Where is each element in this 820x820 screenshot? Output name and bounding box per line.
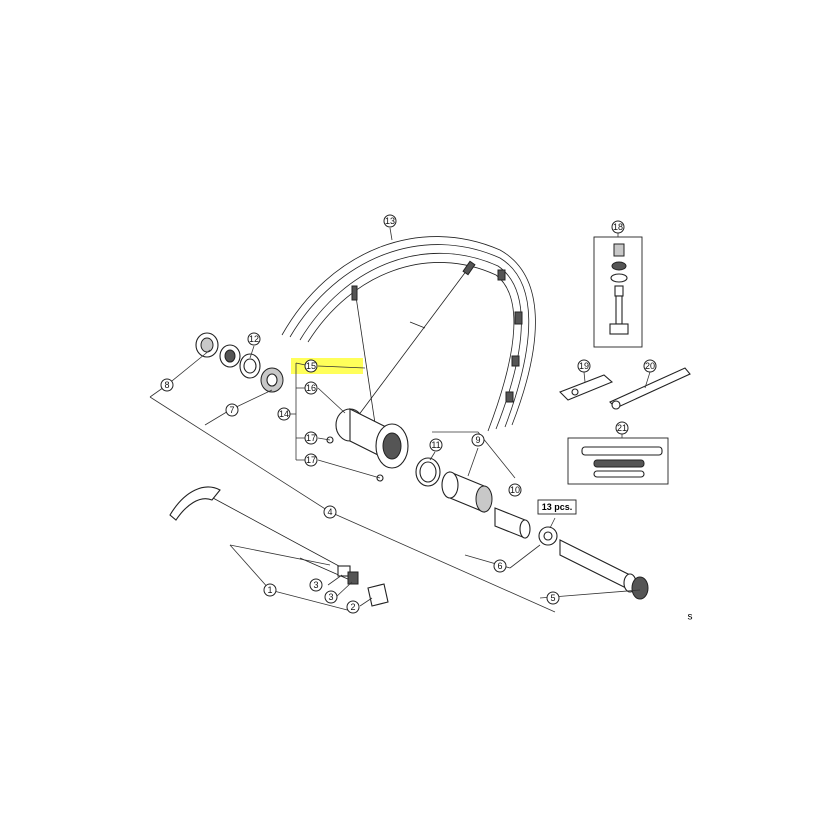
callout-8: 8 — [160, 378, 174, 392]
callout-3a: 3 — [309, 578, 323, 592]
callout-3b: 3 — [324, 590, 338, 604]
svg-text:13: 13 — [385, 216, 395, 226]
svg-text:10: 10 — [510, 485, 520, 495]
callout-6: 6 — [493, 559, 507, 573]
callout-20: 20 — [643, 359, 657, 373]
callout-13: 13 — [383, 214, 397, 228]
tools — [559, 367, 691, 410]
callout-17a: 17 — [304, 431, 318, 445]
rim — [281, 236, 536, 432]
callout-14: 14 — [277, 407, 291, 421]
svg-text:19: 19 — [579, 361, 589, 371]
callout-17b: 17 — [304, 453, 318, 467]
svg-text:15: 15 — [306, 361, 316, 371]
callout-2: 2 — [346, 600, 360, 614]
svg-text:20: 20 — [645, 361, 655, 371]
callout-16: 16 — [304, 381, 318, 395]
callout-12: 12 — [247, 332, 261, 346]
callout-15: 15 — [304, 359, 318, 373]
svg-text:21: 21 — [617, 423, 627, 433]
spoke-count-label: 13 pcs. — [537, 499, 577, 515]
callout-4: 4 — [323, 505, 337, 519]
axle-parts — [538, 526, 649, 600]
callout-1: 1 — [263, 583, 277, 597]
callout-21: 21 — [615, 421, 629, 435]
quick-release-parts — [169, 486, 389, 607]
svg-text:13 pcs.: 13 pcs. — [542, 502, 573, 512]
svg-text:6: 6 — [497, 561, 502, 571]
svg-text:18: 18 — [613, 222, 623, 232]
svg-text:8: 8 — [164, 380, 169, 390]
svg-text:11: 11 — [431, 440, 440, 450]
freehub-parts — [415, 457, 531, 539]
svg-text:17: 17 — [306, 433, 316, 443]
corner-mark: s — [688, 612, 693, 623]
hub-body — [326, 408, 409, 482]
svg-text:3: 3 — [328, 592, 333, 602]
callout-9: 9 — [471, 433, 485, 447]
svg-text:12: 12 — [249, 334, 259, 344]
svg-text:17: 17 — [306, 455, 316, 465]
spokes — [351, 260, 476, 431]
callout-5: 5 — [546, 591, 560, 605]
callout-7: 7 — [225, 403, 239, 417]
left-bearing-parts — [195, 332, 284, 393]
svg-text:9: 9 — [475, 435, 480, 445]
valve-kit — [593, 236, 643, 348]
sticker-set — [567, 437, 669, 485]
svg-text:14: 14 — [279, 409, 289, 419]
svg-text:16: 16 — [306, 383, 316, 393]
callout-19: 19 — [577, 359, 591, 373]
svg-text:7: 7 — [229, 405, 234, 415]
callout-18: 18 — [611, 220, 625, 234]
callout-11: 11 — [429, 438, 443, 452]
svg-text:4: 4 — [327, 507, 332, 517]
callout-10: 10 — [508, 483, 522, 497]
svg-text:3: 3 — [313, 580, 318, 590]
svg-text:2: 2 — [350, 602, 355, 612]
svg-text:5: 5 — [550, 593, 555, 603]
svg-text:1: 1 — [267, 585, 272, 595]
